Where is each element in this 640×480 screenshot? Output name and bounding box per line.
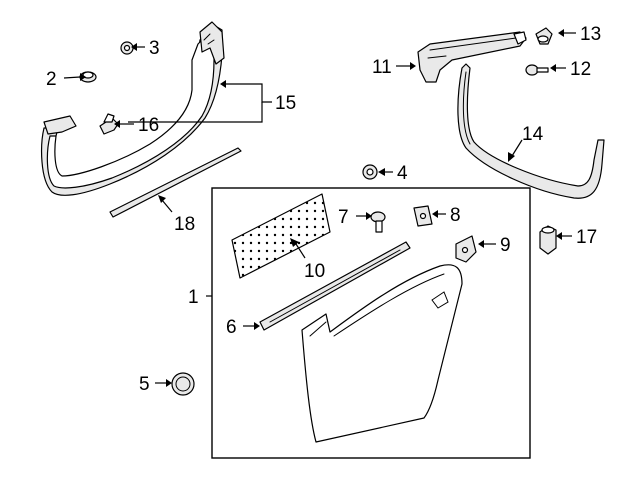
callout-16: 16: [138, 115, 159, 136]
callout-18: 18: [174, 214, 195, 235]
part-8-clip-nut: [413, 205, 433, 227]
callout-11: 11: [372, 57, 392, 78]
part-14-glass-run-channel: [457, 63, 605, 199]
part-5-cap: [171, 372, 195, 396]
part-4-grommet: [362, 164, 378, 180]
part-11-upper-molding: [417, 31, 527, 83]
callout-5: 5: [139, 374, 150, 395]
callout-14: 14: [522, 124, 544, 145]
callout-12: 12: [570, 59, 591, 80]
part-3-grommet: [120, 41, 134, 55]
part-12-screw: [525, 64, 549, 76]
part-17-clip: [539, 225, 557, 255]
callout-17: 17: [576, 227, 597, 248]
part-6-belt-weatherstrip: [259, 241, 411, 331]
callout-3: 3: [149, 38, 160, 59]
part-1-door-shell: [301, 264, 463, 443]
callout-6: 6: [226, 317, 237, 338]
callout-1: 1: [188, 287, 199, 308]
part-13-fastener: [535, 27, 553, 45]
part-2-plug: [79, 71, 97, 83]
callout-2: 2: [46, 69, 57, 90]
part-16-clip: [99, 113, 119, 135]
part-7-bolt: [370, 211, 386, 233]
callout-4: 4: [397, 163, 408, 184]
callout-10: 10: [304, 261, 325, 282]
part-9-bracket: [455, 235, 477, 263]
part-18-belt-molding: [109, 147, 242, 218]
part-10-sound-pad: [231, 193, 331, 279]
part-15-frame-weatherstrip: [41, 21, 225, 196]
callout-8: 8: [450, 205, 461, 226]
callout-13: 13: [580, 24, 601, 45]
callout-7: 7: [338, 207, 349, 228]
callout-9: 9: [500, 235, 511, 256]
door-assembly-group-box: [211, 187, 531, 459]
callout-15: 15: [275, 93, 296, 114]
leader-lines: [63, 29, 576, 387]
